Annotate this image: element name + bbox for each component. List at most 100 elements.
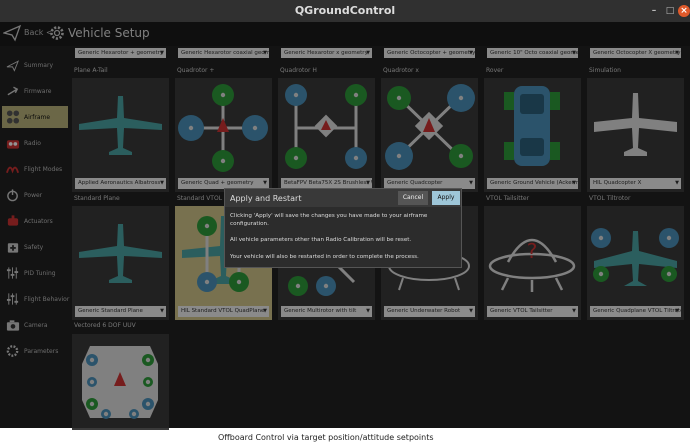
sidebar-item-summary[interactable]: Summary — [2, 54, 68, 76]
airframe-card-sim-plane[interactable]: HIL Quadcopter X▼ — [587, 78, 684, 192]
airframe-select[interactable]: BetaFPV Beta75X 2S Brushless Whoop▼ — [281, 178, 372, 189]
airframe-select-label: Generic Ground Vehicle (Ackermann) — [490, 180, 578, 186]
power-icon — [7, 189, 18, 202]
sidebar-item-label: Radio — [24, 140, 41, 147]
airframe-card-tiltrotor[interactable]: Generic Quadplane VTOL Tiltrotor▼ — [587, 206, 684, 320]
airframe-group-label: Standard VTOL — [177, 195, 223, 202]
sidebar-item-firmware[interactable]: Firmware — [2, 80, 68, 102]
sidebar-item-safety[interactable]: Safety — [2, 236, 68, 258]
sidebar-item-label: Firmware — [24, 88, 52, 95]
flight-modes-icon — [6, 166, 20, 174]
airframe-card-std-plane[interactable]: Generic Standard Plane▼ — [72, 206, 169, 320]
airframe-select-label: Generic Octocopter X geometry — [593, 50, 681, 56]
chevron-down-icon: ▼ — [160, 50, 164, 56]
chevron-down-icon: ▼ — [469, 308, 473, 314]
chevron-down-icon: ▼ — [366, 50, 370, 56]
airframe-select-label: Generic Octocopter + geometry — [387, 50, 475, 56]
airframe-card-uuv[interactable] — [72, 334, 169, 430]
camera-icon — [6, 320, 20, 331]
sidebar-item-flight-modes[interactable]: Flight Modes — [2, 158, 68, 180]
airframe-card-ufo[interactable]: ? Generic VTOL Tailsitter▼ — [484, 206, 581, 320]
airframe-select[interactable]: Generic Ground Vehicle (Ackermann)▼ — [487, 178, 578, 189]
airframe-select[interactable]: Applied Aeronautics Albatross▼ — [75, 178, 166, 189]
airframe-select-label: Generic Quad + geometry — [181, 180, 254, 186]
airframe-select-label: Generic Hexarotor x geometry — [284, 50, 368, 56]
airframe-select-top-4[interactable]: Generic 10" Octo coaxial geometry▼ — [487, 48, 578, 58]
ufo-airframe-image: ? — [488, 238, 576, 292]
sidebar-item-pid-tuning[interactable]: PID Tuning — [2, 262, 68, 284]
airframe-card-quad-x[interactable]: Generic Quadcopter▼ — [381, 78, 478, 192]
airframe-select[interactable]: Generic Multirotor with tilt ▼ — [281, 306, 372, 317]
toolbar: Back < Vehicle Setup — [0, 22, 690, 46]
airframe-card-plane[interactable]: Applied Aeronautics Albatross▼ — [72, 78, 169, 192]
airframe-icon — [6, 110, 20, 124]
paper-plane-icon[interactable] — [3, 24, 21, 42]
tiltrotor-airframe-image — [591, 228, 679, 286]
airframe-select-label: BetaFPV Beta75X 2S Brushless Whoop — [284, 180, 372, 186]
quad-plus-airframe-image — [178, 84, 268, 172]
airframe-select-label: Generic Hexarotor coaxial geometry — [181, 50, 269, 56]
sidebar-item-label: Flight Modes — [24, 166, 63, 173]
std-plane-airframe-image — [79, 224, 162, 283]
airframe-select[interactable]: Generic Underwater Robot ▼ — [384, 306, 475, 317]
sidebar-item-camera[interactable]: Camera — [2, 314, 68, 336]
maximize-icon[interactable]: □ — [665, 6, 675, 16]
airframe-select-label: HIL Quadcopter X — [593, 180, 642, 186]
airframe-select-top-1[interactable]: Generic Hexarotor coaxial geometry▼ — [178, 48, 269, 58]
sidebar-item-flight-behavior[interactable]: Flight Behavior — [2, 288, 70, 310]
apply-button[interactable]: Apply — [432, 191, 460, 205]
sidebar-item-airframe[interactable]: Airframe — [2, 106, 68, 128]
sidebar-item-label: Flight Behavior — [24, 296, 70, 303]
airframe-select-top-3[interactable]: Generic Octocopter + geometry▼ — [384, 48, 475, 58]
quad-x-airframe-image — [385, 84, 475, 170]
airframe-card-quad-h[interactable]: BetaFPV Beta75X 2S Brushless Whoop▼ — [278, 78, 375, 192]
airframe-select-label: Generic Underwater Robot — [387, 308, 461, 314]
airframe-group-label: Vectored 6 DOF UUV — [74, 322, 136, 329]
cancel-button[interactable]: Cancel — [398, 191, 428, 205]
airframe-group-label: Rover — [486, 67, 504, 74]
airframe-select-top-5[interactable]: Generic Octocopter X geometry▼ — [590, 48, 681, 58]
airframe-select-label: Generic Standard Plane — [78, 308, 143, 314]
airframe-select[interactable]: HIL Quadcopter X▼ — [590, 178, 681, 189]
airframe-select[interactable]: Generic Quadplane VTOL Tiltrotor▼ — [590, 306, 681, 317]
airframe-select-label: Applied Aeronautics Albatross — [78, 180, 161, 186]
sidebar-item-actuators[interactable]: Actuators — [2, 210, 68, 232]
airframe-select[interactable]: Generic Standard Plane▼ — [75, 306, 166, 317]
sidebar-item-label: Camera — [24, 322, 48, 329]
rover-airframe-image — [504, 86, 560, 166]
chevron-down-icon: ▼ — [572, 308, 576, 314]
window-title: QGroundControl — [294, 4, 396, 17]
dialog-message-3: Your vehicle will also be restarted in o… — [230, 254, 419, 260]
sidebar-item-label: Power — [24, 192, 43, 199]
airframe-select-top-0[interactable]: Generic Hexarotor + geometry▼ — [75, 48, 166, 58]
back-button[interactable]: Back < — [24, 28, 53, 37]
airframe-group-label: Plane A-Tail — [74, 67, 108, 74]
minimize-icon[interactable]: – — [651, 6, 657, 16]
sidebar-item-label: Actuators — [24, 218, 53, 225]
safety-icon — [7, 243, 19, 253]
airframe-card-quad-plus[interactable]: Generic Quad + geometry▼ — [175, 78, 272, 192]
chevron-down-icon: ▼ — [675, 308, 679, 314]
summary-icon — [6, 60, 20, 72]
airframe-select[interactable]: HIL Standard VTOL QuadPlane▼ — [178, 306, 269, 317]
airframe-select[interactable]: Generic VTOL Tailsitter▼ — [487, 306, 578, 317]
airframe-group-label: Quadrotor + — [177, 67, 215, 74]
airframe-select-label: Generic Multirotor with tilt — [284, 308, 357, 314]
airframe-select[interactable]: Generic Quadcopter▼ — [384, 178, 475, 189]
airframe-select-top-2[interactable]: Generic Hexarotor x geometry▼ — [281, 48, 372, 58]
airframe-select-label: Generic 10" Octo coaxial geometry — [490, 50, 578, 56]
chevron-down-icon: ▼ — [675, 50, 679, 56]
airframe-select-label: Generic Hexarotor + geometry — [78, 50, 164, 56]
sidebar-item-parameters[interactable]: Parameters — [2, 340, 68, 362]
airframe-card-rover[interactable]: Generic Ground Vehicle (Ackermann)▼ — [484, 78, 581, 192]
airframe-select[interactable]: Generic Quad + geometry▼ — [178, 178, 269, 189]
airframe-group-label: Standard Plane — [74, 195, 120, 202]
sidebar-item-label: PID Tuning — [24, 270, 56, 277]
sidebar-item-power[interactable]: Power — [2, 184, 68, 206]
flight-behavior-icon — [6, 293, 19, 305]
chevron-down-icon: ▼ — [366, 308, 370, 314]
title-bar: QGroundControl – □ × — [0, 0, 690, 22]
close-icon[interactable]: × — [678, 5, 690, 17]
sidebar-item-radio[interactable]: Radio — [2, 132, 68, 154]
